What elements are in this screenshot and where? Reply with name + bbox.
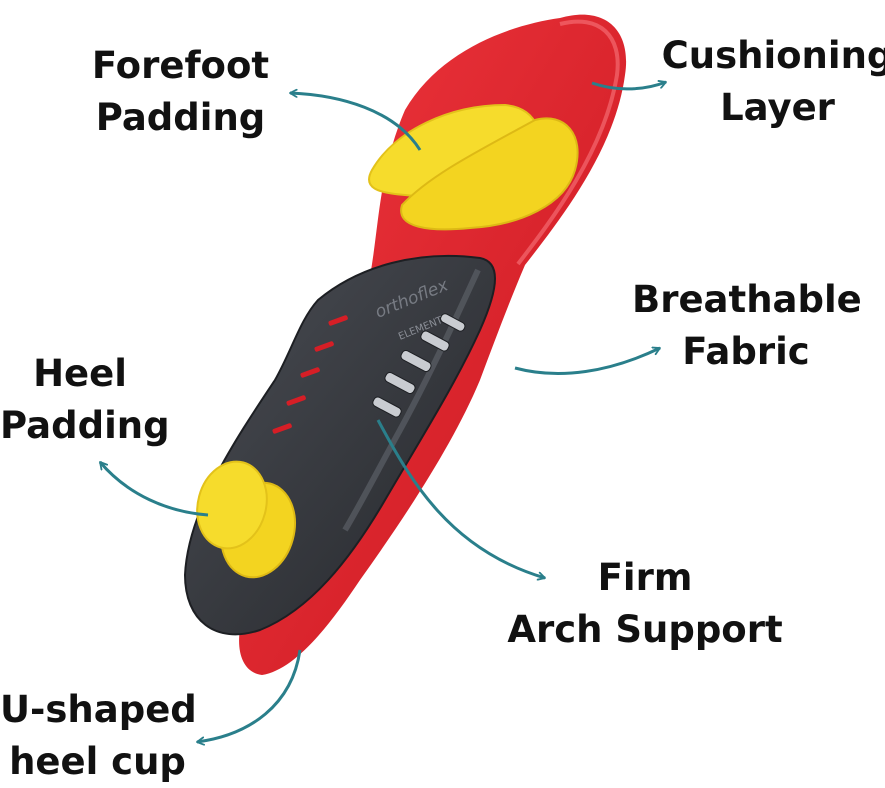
label-arch-line-2: Arch Support: [507, 608, 783, 651]
label-breathable-line-1: Breathable: [632, 278, 862, 321]
label-cushioning-line-2: Layer: [720, 86, 835, 129]
arrow-cushioning: [591, 82, 666, 91]
label-heel-padding: Heel Padding: [0, 348, 170, 452]
label-heel-line-2: Padding: [0, 404, 170, 447]
label-heel-cup-line-2: heel cup: [9, 740, 186, 783]
label-cushioning-layer: Cushioning Layer: [660, 30, 885, 134]
arrow-heel: [98, 461, 209, 517]
arrow-breathable: [514, 348, 660, 376]
arch-ridge: [342, 268, 481, 532]
forefoot-pad-right: [400, 117, 579, 231]
heel-pad-front: [196, 460, 268, 550]
label-arch-line-1: Firm: [597, 556, 693, 599]
arrow-forefoot: [290, 93, 422, 151]
label-heel-line-1: Heel: [33, 352, 127, 395]
label-forefoot-padding: Forefoot Padding: [88, 40, 273, 144]
label-u-shaped-heel-cup: U-shaped heel cup: [0, 684, 197, 788]
label-breathable-line-2: Fabric: [682, 330, 810, 373]
label-cushioning-line-1: Cushioning: [661, 34, 885, 77]
insole-rim: [516, 19, 620, 266]
label-breathable-fabric: Breathable Fabric: [632, 274, 862, 378]
label-forefoot-line-1: Forefoot: [91, 44, 270, 87]
arrow-arch: [376, 419, 545, 578]
label-forefoot-line-2: Padding: [95, 96, 266, 139]
arch-vent-slots: [372, 313, 466, 418]
label-heel-cup-line-1: U-shaped: [0, 688, 197, 731]
label-firm-arch-support: Firm Arch Support: [505, 552, 785, 656]
shell-red-slots: [272, 315, 348, 434]
arrow-heel-cup: [197, 649, 302, 742]
